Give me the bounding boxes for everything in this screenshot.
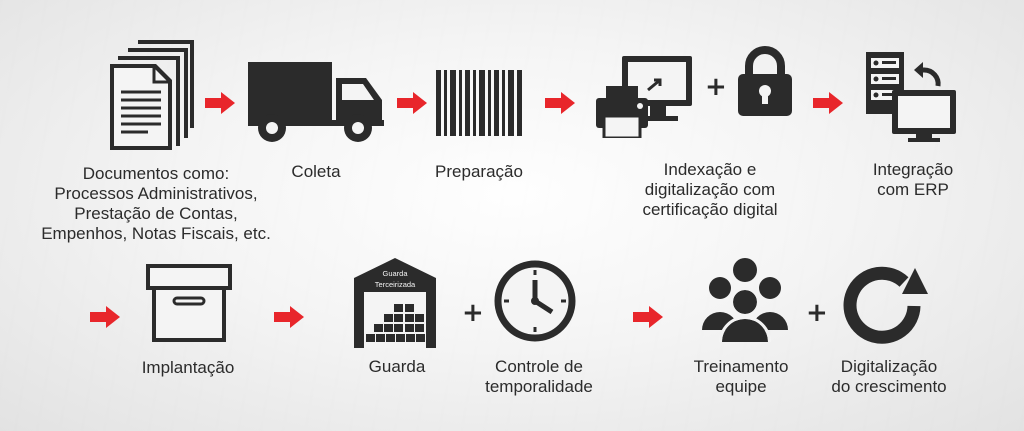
arrow-icon [274,306,304,328]
step-label-implantacao: Implantação [141,358,235,377]
computer-printer-icon [596,56,692,138]
arrow-icon [90,306,120,328]
truck-icon [248,62,384,142]
arrow-icon [813,92,843,114]
warehouse-text-guarda: Guarda [382,269,408,278]
step-label-indexacao: Indexação e digitalização com certificaç… [642,160,778,219]
documents-icon [110,40,194,150]
arrow-icon [205,92,235,114]
archive-box-icon [146,264,232,342]
step-label-preparacao: Preparação [435,162,523,181]
barcode-icon [436,70,522,136]
plus-sign: + [705,72,727,102]
team-icon [702,258,788,342]
plus-sign: + [806,298,828,328]
cycle-arrow-icon [843,266,928,344]
arrow-icon [633,306,663,328]
warehouse-icon: Guarda Terceirizada [354,258,436,348]
step-label-integracao: Integração com ERP [872,160,954,199]
step-label-coleta: Coleta [291,162,341,181]
arrow-icon [397,92,427,114]
warehouse-text-terceirizada: Terceirizada [375,280,416,289]
step-label-controle: Controle de temporalidade [485,357,593,396]
plus-sign: + [462,298,484,328]
step-label-documentos: Documentos como: Processos Administrativ… [41,164,271,243]
arrow-icon [545,92,575,114]
padlock-icon [738,46,792,116]
step-label-treinamento: Treinamento equipe [693,357,789,396]
clock-icon [494,260,576,342]
server-monitor-icon [866,52,956,142]
step-label-guarda: Guarda [368,357,426,376]
step-label-digitalizacao: Digitalização do crescimento [831,357,947,396]
